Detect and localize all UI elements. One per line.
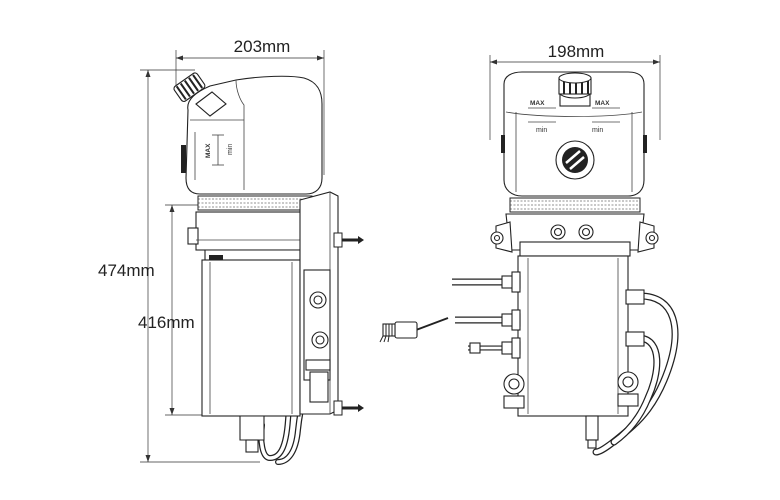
side-reservoir-tank: MAX min bbox=[181, 75, 323, 195]
side-filler-cap bbox=[173, 72, 227, 117]
front-connector-plug bbox=[379, 317, 449, 343]
front-min-label-right: min bbox=[592, 127, 603, 134]
dimension-label-front-width: 198mm bbox=[548, 42, 605, 61]
front-cable-loop bbox=[592, 292, 679, 456]
dimension-height-body: 416mm bbox=[138, 204, 205, 416]
front-min-label-left: min bbox=[536, 127, 547, 134]
dimension-label-body-height: 416mm bbox=[138, 313, 195, 332]
dimension-label-side-width: 203mm bbox=[234, 37, 291, 56]
front-left-cables bbox=[452, 278, 505, 354]
dimension-height-overall: 474mm bbox=[98, 69, 260, 463]
front-max-label-left: MAX bbox=[530, 100, 545, 107]
side-max-label: MAX bbox=[205, 143, 212, 158]
front-view: MAX MAX min min bbox=[379, 71, 679, 456]
side-motor-body bbox=[201, 259, 301, 453]
side-mounting-bracket bbox=[299, 191, 364, 416]
front-max-label-right: MAX bbox=[595, 100, 610, 107]
side-view: MAX min bbox=[173, 72, 364, 465]
side-min-label: min bbox=[227, 144, 234, 155]
side-pump-head bbox=[187, 211, 309, 261]
dimension-label-overall-height: 474mm bbox=[98, 261, 155, 280]
front-pump-head bbox=[490, 213, 659, 257]
front-reservoir-tank: MAX MAX min min bbox=[501, 71, 647, 197]
side-hose-clamp bbox=[197, 195, 313, 211]
dimension-width-front: 198mm bbox=[489, 42, 661, 140]
front-filler-cap bbox=[558, 72, 592, 107]
dimension-width-side: 203mm bbox=[175, 37, 325, 175]
front-hose-clamp bbox=[509, 197, 641, 213]
front-motor-body bbox=[501, 255, 645, 449]
